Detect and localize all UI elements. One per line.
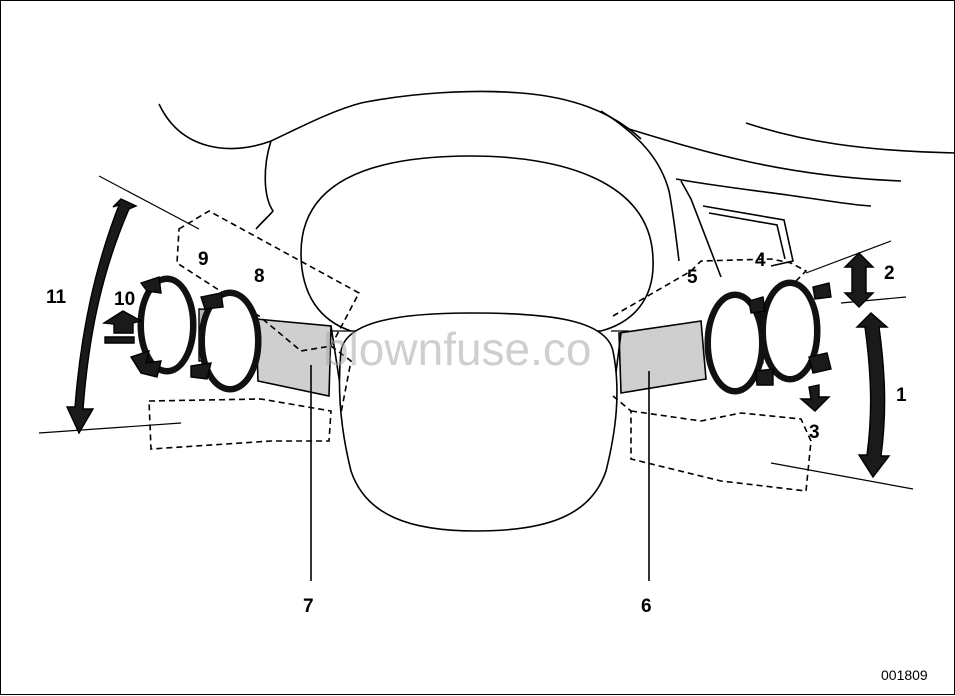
callout-9: 9 <box>198 249 209 270</box>
callout-6: 6 <box>641 596 652 617</box>
right-adjust-rings <box>704 279 832 395</box>
callout-8: 8 <box>254 266 265 287</box>
tilted-position-outlines <box>148 210 812 492</box>
callout-3: 3 <box>809 422 820 443</box>
figure-code: 001809 <box>881 667 928 683</box>
dashboard-outline <box>38 90 955 490</box>
left-adjust-rings <box>129 275 262 393</box>
steering-wheel <box>300 155 654 532</box>
tilt-range-arrow-1 <box>855 312 891 479</box>
steering-column-right <box>612 320 707 581</box>
callout-7: 7 <box>303 596 314 617</box>
callout-10: 10 <box>114 289 135 310</box>
callout-4: 4 <box>755 250 766 271</box>
callout-5: 5 <box>687 267 698 288</box>
height-arrow-2 <box>843 252 875 308</box>
callout-11: 11 <box>46 287 67 308</box>
release-arrow-3 <box>799 384 831 412</box>
callout-1: 1 <box>896 385 907 406</box>
watermark-text: blownfuse.co <box>323 323 592 375</box>
tilt-range-arrow-11 <box>65 198 138 435</box>
lock-arrow-10 <box>101 310 143 344</box>
callout-2: 2 <box>884 263 895 284</box>
